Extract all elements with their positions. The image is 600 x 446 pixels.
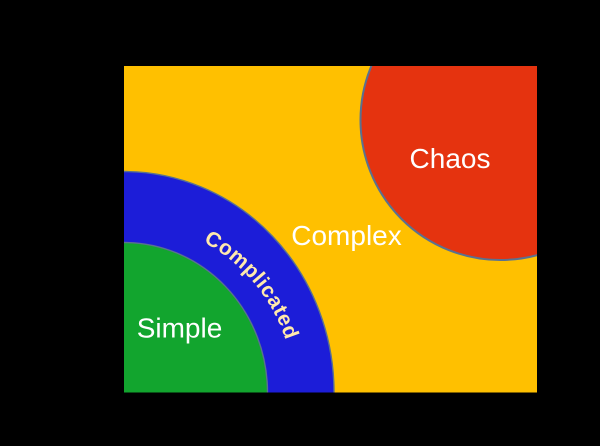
simple-label: Simple: [137, 313, 223, 344]
chaos-region: [359, 66, 537, 261]
chaos-label: Chaos: [410, 143, 491, 174]
complex-label: Complex: [291, 220, 401, 251]
simple-region: [124, 241, 269, 393]
